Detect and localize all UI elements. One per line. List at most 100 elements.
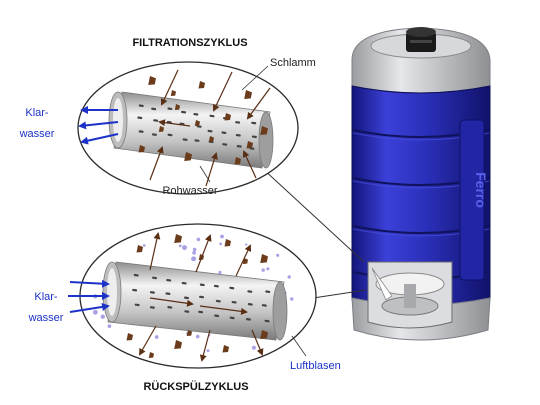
air-bubble bbox=[276, 253, 280, 257]
pipe-slot bbox=[221, 131, 227, 135]
air-bubble bbox=[245, 243, 248, 246]
pipe-slot bbox=[138, 130, 144, 133]
air-bubble bbox=[266, 267, 270, 271]
sludge-particle bbox=[224, 239, 231, 247]
pipe-slot bbox=[207, 129, 213, 133]
pipe-slot bbox=[251, 135, 257, 139]
sludge-leader-line bbox=[241, 65, 269, 91]
backwash-clean-water-label-1: Klar- bbox=[34, 291, 58, 303]
pipe-slot bbox=[182, 138, 188, 141]
pipe-slot bbox=[265, 290, 271, 294]
sludge-particle bbox=[234, 157, 241, 165]
pipe-slot bbox=[196, 125, 202, 128]
pipe-slot bbox=[213, 284, 219, 288]
filtration-cycle: FILTRATIONSZYKLUS Klar- bbox=[19, 37, 316, 197]
pipe-slot bbox=[209, 114, 215, 118]
air-bubble bbox=[192, 247, 197, 252]
sludge-particle bbox=[244, 90, 252, 99]
air-bubbles-leader-line bbox=[291, 335, 307, 357]
pipe-slot bbox=[181, 281, 187, 285]
pipe-slot bbox=[151, 276, 157, 280]
air-bubble bbox=[191, 256, 197, 262]
pipe-slot bbox=[229, 316, 235, 320]
pipe-slot bbox=[132, 288, 138, 292]
backwash-flow-arrows bbox=[139, 232, 264, 362]
sludge-particle bbox=[174, 340, 182, 349]
air-bubble bbox=[206, 349, 210, 353]
air-bubble bbox=[93, 309, 98, 315]
air-bubble bbox=[196, 237, 201, 242]
pipe-slot bbox=[166, 278, 172, 282]
sludge-particle bbox=[222, 345, 229, 353]
sludge-particle bbox=[158, 126, 164, 132]
backwash-pipe-slots bbox=[132, 273, 271, 323]
pipe-slot bbox=[251, 121, 257, 125]
pipe-slot bbox=[247, 303, 253, 306]
air-bubble bbox=[219, 242, 223, 246]
pipe-slot bbox=[184, 310, 190, 313]
air-bubble bbox=[178, 244, 182, 248]
pipe-slot bbox=[138, 104, 144, 108]
air-bubble bbox=[287, 275, 291, 279]
pipe-slot bbox=[167, 133, 173, 137]
pipe-slot bbox=[199, 295, 205, 299]
pipe-slot bbox=[165, 292, 171, 295]
sludge-particle bbox=[138, 145, 145, 153]
pipe-slot bbox=[198, 310, 204, 314]
pipe-slot bbox=[193, 112, 199, 116]
sludge-particle bbox=[260, 126, 268, 135]
backwash-title: RÜCKSPÜLZYKLUS bbox=[143, 380, 248, 393]
pipe-slot bbox=[235, 121, 241, 124]
pipe-slot bbox=[264, 319, 270, 323]
sludge-particle bbox=[136, 245, 143, 253]
filtration-clean-water-label-2: wasser bbox=[19, 128, 55, 140]
pipe-slot bbox=[215, 299, 221, 303]
pipe-slot bbox=[167, 107, 173, 111]
filtration-title: FILTRATIONSZYKLUS bbox=[132, 37, 247, 49]
air-bubble bbox=[192, 250, 197, 255]
sludge-particle bbox=[174, 234, 182, 243]
filtration-pipe bbox=[108, 91, 274, 169]
pipe-slot bbox=[137, 116, 143, 120]
pipe-slot bbox=[184, 296, 190, 300]
pipe-slot bbox=[133, 273, 139, 277]
air-bubble bbox=[142, 244, 146, 247]
air-bubble bbox=[154, 335, 159, 339]
sludge-particle bbox=[260, 254, 268, 263]
sludge-label: Schlamm bbox=[270, 57, 316, 69]
sludge-particle bbox=[246, 141, 253, 149]
tank-emblem-panel bbox=[459, 119, 485, 281]
pipe-slot bbox=[149, 306, 155, 309]
backwash-pipe bbox=[102, 261, 288, 341]
air-bubble bbox=[107, 324, 112, 328]
pipe-slot bbox=[245, 318, 251, 321]
raw-water-label: Rohwasser bbox=[162, 185, 217, 197]
air-bubble bbox=[100, 314, 106, 319]
air-bubble bbox=[195, 334, 200, 339]
pipe-slot bbox=[235, 133, 241, 137]
backwash-clean-water-label-2: wasser bbox=[28, 312, 64, 324]
sludge-particle bbox=[148, 352, 154, 358]
backwash-clean-water-arrows bbox=[68, 279, 110, 313]
pipe-slot bbox=[153, 119, 159, 122]
pipe-slot bbox=[167, 306, 173, 309]
sludge-particle bbox=[208, 136, 214, 142]
tank-emblem: Ferro bbox=[473, 172, 489, 208]
filtration-clean-water-label-1: Klar- bbox=[25, 107, 49, 119]
sludge-particle bbox=[148, 76, 156, 85]
air-bubble bbox=[220, 234, 224, 239]
valve-head bbox=[406, 27, 436, 52]
pipe-slot bbox=[194, 139, 200, 142]
pipe-slot bbox=[151, 107, 157, 111]
pipe-slot bbox=[149, 291, 155, 294]
sludge-particle bbox=[260, 330, 268, 339]
pipe-slot bbox=[261, 304, 267, 307]
filtration-clean-water-arrows bbox=[78, 106, 119, 145]
pipe-slot bbox=[199, 283, 205, 287]
air-bubble bbox=[251, 345, 256, 350]
filter-tank: Ferro bbox=[351, 27, 491, 341]
air-bubble bbox=[218, 270, 222, 274]
sludge-particle bbox=[194, 120, 200, 126]
air-bubble bbox=[261, 268, 265, 272]
